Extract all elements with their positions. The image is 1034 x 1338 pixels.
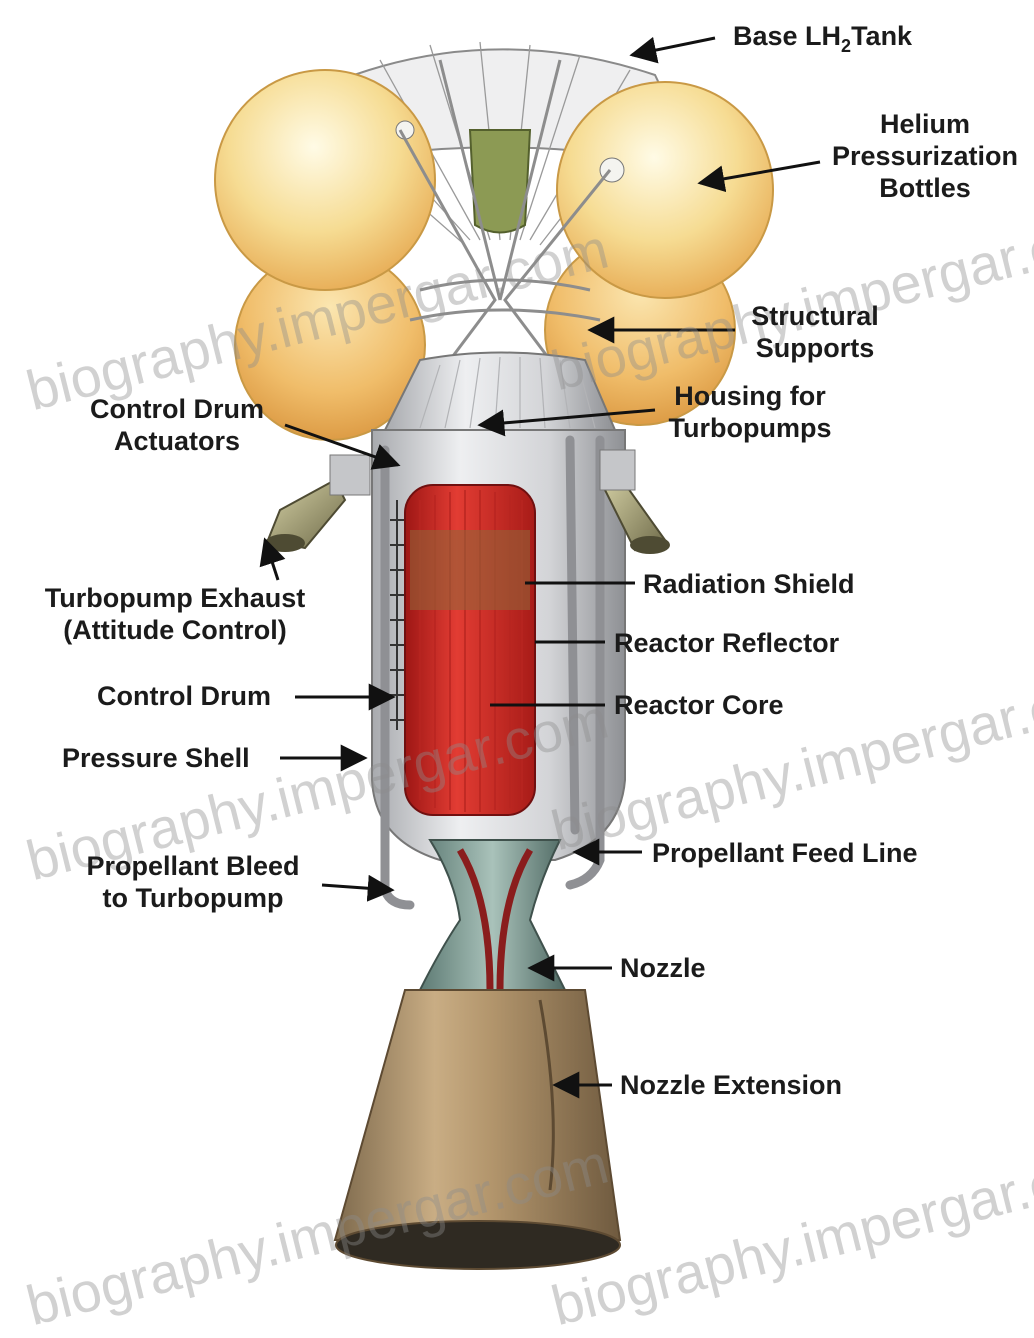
label-radiation-shield: Radiation Shield [643, 568, 855, 600]
label-reactor-core: Reactor Core [614, 689, 784, 721]
label-housing-line2: Turbopumps [655, 412, 845, 444]
label-base-lh2-tank-prefix: Base LH [733, 21, 841, 51]
turbopump-housing [385, 353, 615, 431]
label-propellant-bleed-line2: to Turbopump [68, 882, 318, 914]
label-control-drum: Control Drum [97, 680, 271, 712]
label-control-drum-actuators: Control Drum Actuators [72, 393, 282, 457]
label-helium-line1: Helium [820, 108, 1030, 140]
label-reactor-reflector: Reactor Reflector [614, 627, 839, 659]
label-turbopump-housing: Housing for Turbopumps [655, 380, 845, 444]
label-housing-line1: Housing for [655, 380, 845, 412]
label-helium-bottles: Helium Pressurization Bottles [820, 108, 1030, 204]
label-turbopump-exhaust: Turbopump Exhaust (Attitude Control) [25, 582, 325, 646]
label-turbo-exhaust-line2: (Attitude Control) [25, 614, 325, 646]
label-base-lh2-tank-subscript: 2 [841, 36, 851, 56]
label-pressure-shell: Pressure Shell [62, 742, 250, 774]
label-structural-line1: Structural [735, 300, 895, 332]
label-turbo-exhaust-line1: Turbopump Exhaust [25, 582, 325, 614]
label-base-lh2-tank-suffix: Tank [851, 21, 912, 51]
label-control-drum-act-line1: Control Drum [72, 393, 282, 425]
reactor [405, 485, 535, 815]
label-propellant-bleed: Propellant Bleed to Turbopump [68, 850, 318, 914]
label-helium-line2: Pressurization [820, 140, 1030, 172]
label-structural-line2: Supports [735, 332, 895, 364]
label-base-lh2-tank: Base LH2Tank [733, 20, 912, 55]
label-propellant-bleed-line1: Propellant Bleed [68, 850, 318, 882]
label-nozzle: Nozzle [620, 952, 706, 984]
label-propellant-feed-line: Propellant Feed Line [652, 837, 918, 869]
diagram-stage: biography.impergar.com biography.imperga… [0, 0, 1034, 1283]
label-structural-supports: Structural Supports [735, 300, 895, 364]
label-control-drum-act-line2: Actuators [72, 425, 282, 457]
label-helium-line3: Bottles [820, 172, 1030, 204]
label-nozzle-extension: Nozzle Extension [620, 1069, 842, 1101]
nozzle-extension [335, 990, 620, 1269]
